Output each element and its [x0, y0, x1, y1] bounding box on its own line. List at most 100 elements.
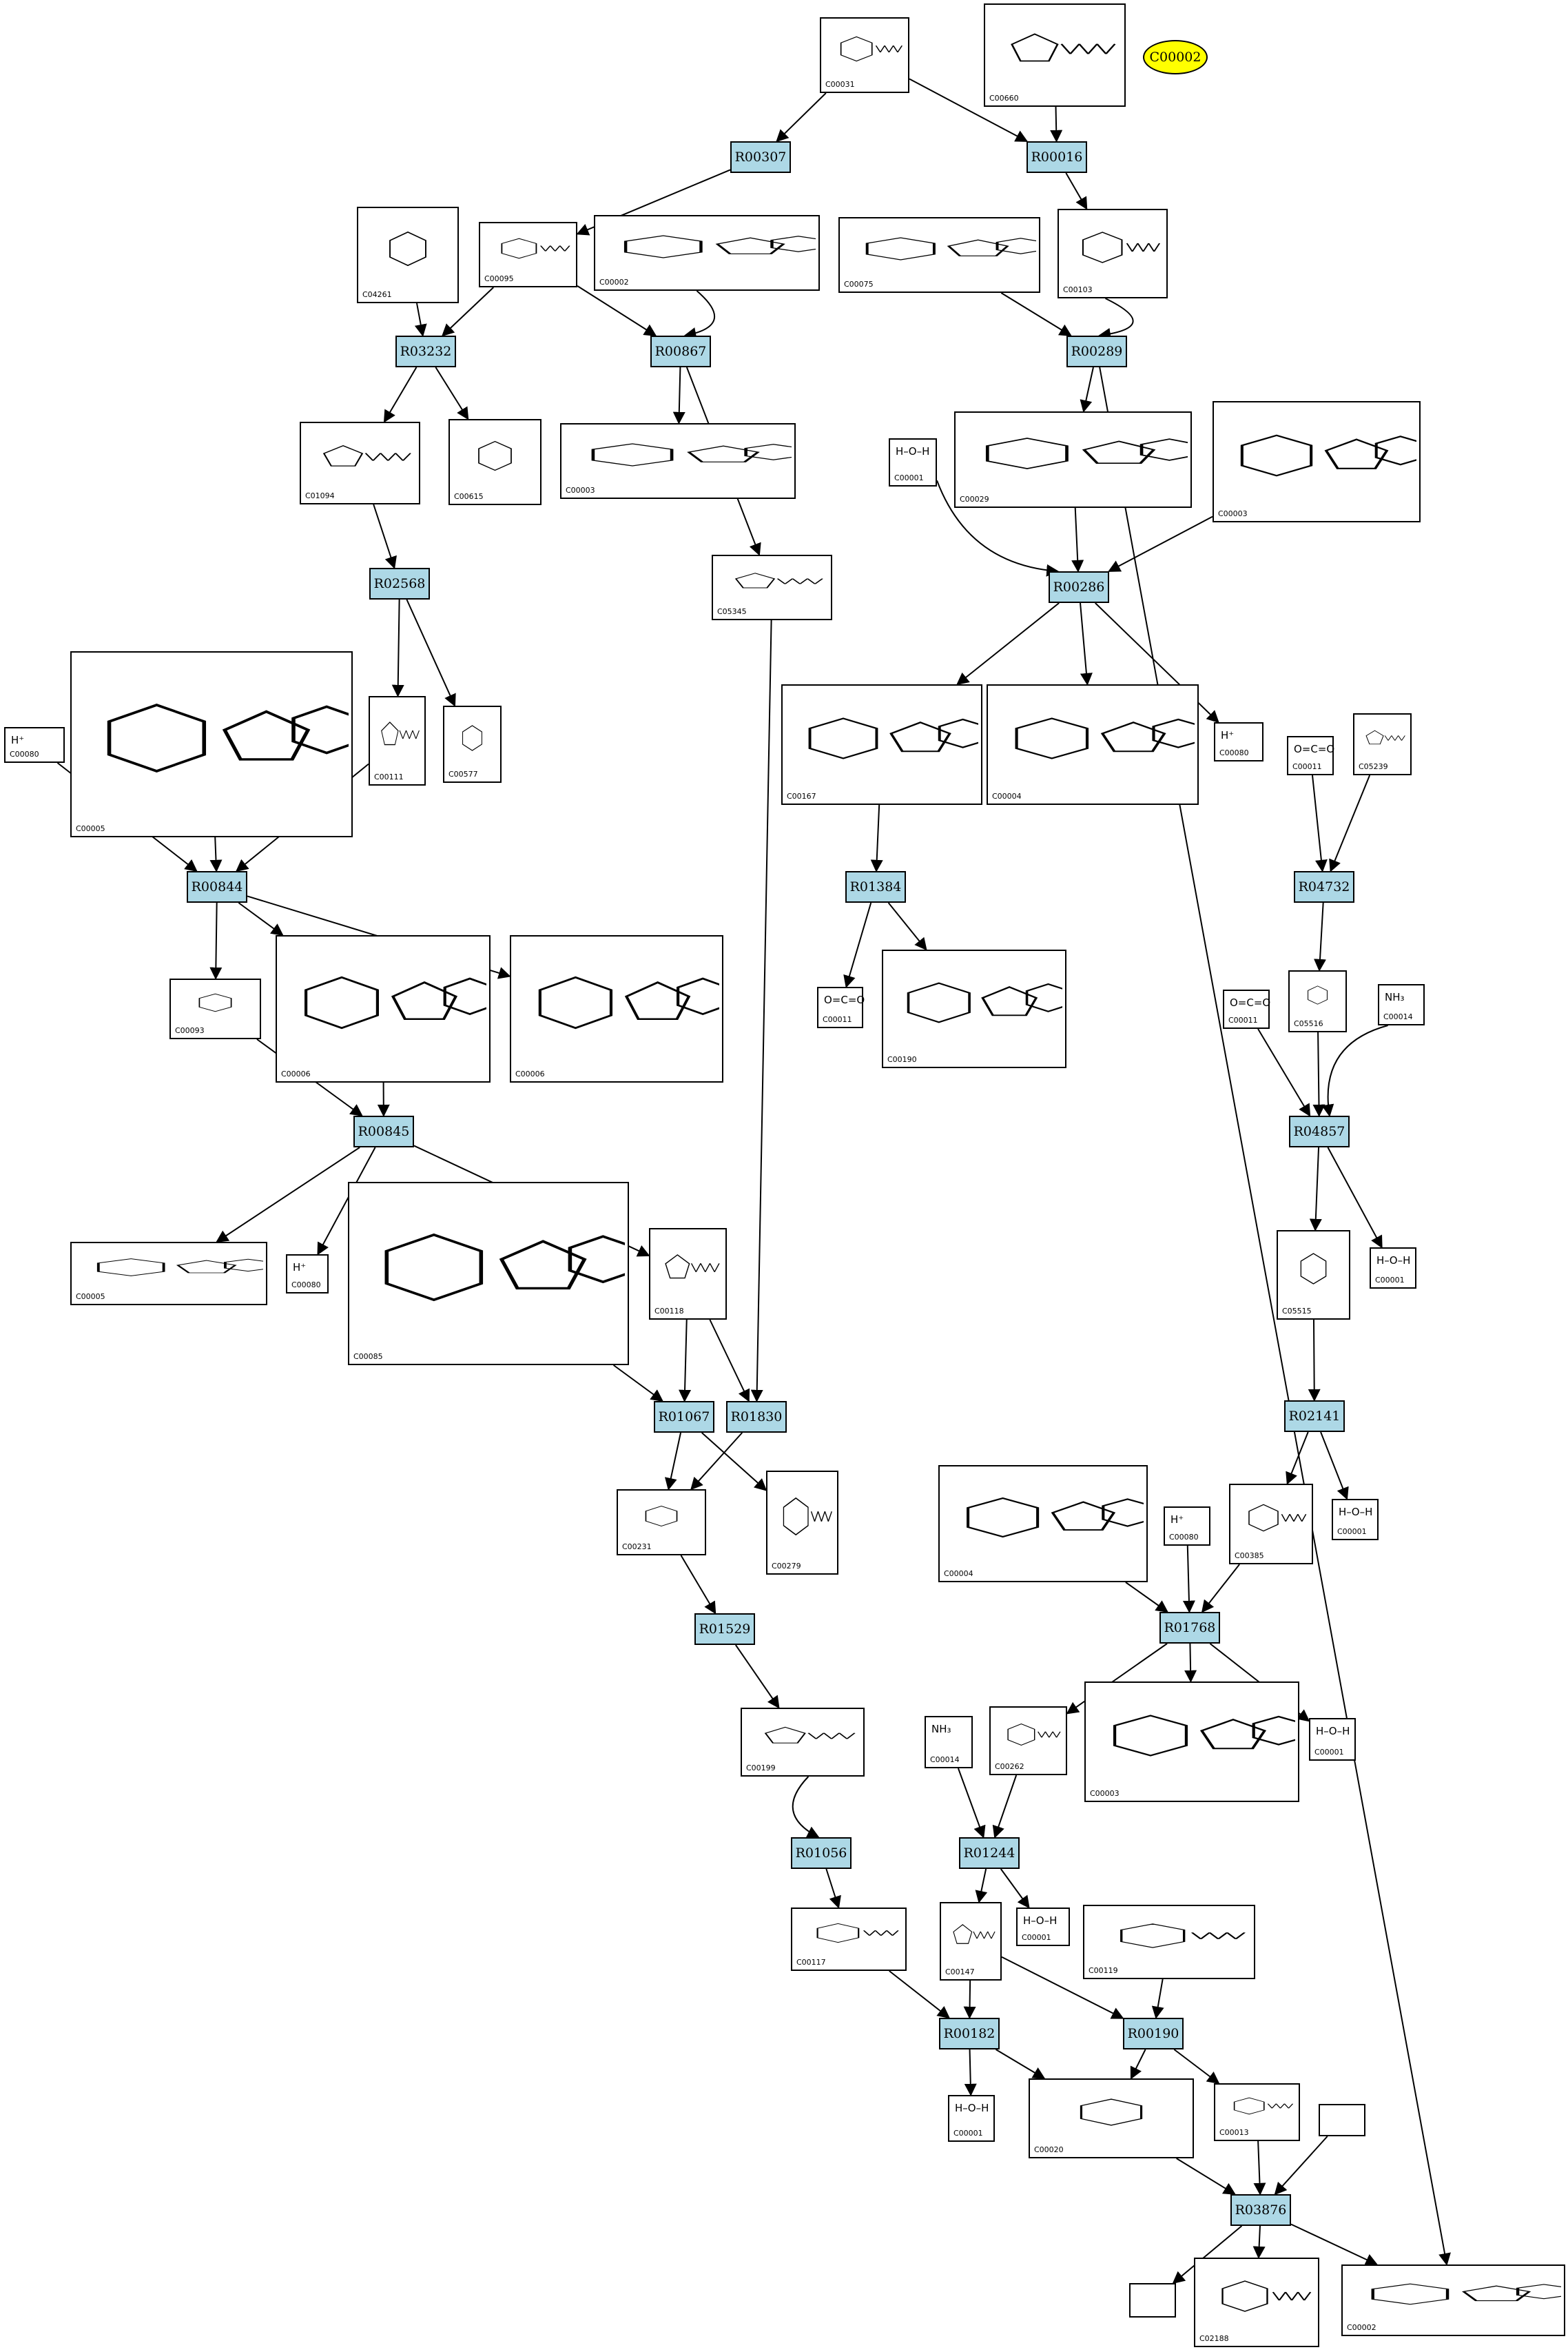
- compound-node[interactable]: C00013: [1214, 2083, 1300, 2141]
- pathway-arrow: [1000, 292, 1072, 336]
- compound-id-label: C00111: [374, 773, 404, 781]
- reaction-node[interactable]: R00190: [1123, 2018, 1184, 2049]
- structure-drawing: [96, 1258, 263, 1276]
- compound-node[interactable]: C05239: [1353, 713, 1412, 775]
- compound-node[interactable]: C02188: [1194, 2258, 1319, 2347]
- compound-node[interactable]: C00005: [70, 651, 353, 837]
- reaction-node[interactable]: R04732: [1294, 871, 1354, 903]
- compound-node[interactable]: C00003: [1213, 401, 1421, 522]
- pathway-arrow: [956, 602, 1060, 686]
- reaction-node[interactable]: R00286: [1049, 571, 1109, 603]
- compound-formula: H⁺: [293, 1261, 307, 1274]
- compound-node[interactable]: C00093: [169, 979, 261, 1039]
- compound-node[interactable]: C05345: [712, 555, 832, 620]
- reaction-node[interactable]: R01529: [694, 1613, 755, 1645]
- reaction-node[interactable]: R01830: [726, 1401, 787, 1433]
- compound-id-label: C00117: [796, 1958, 826, 1967]
- compound-node[interactable]: C00660: [984, 3, 1126, 107]
- compound-node[interactable]: C00119: [1083, 1905, 1255, 1979]
- compound-node[interactable]: C00020: [1029, 2078, 1194, 2158]
- reaction-node[interactable]: R00844: [187, 871, 247, 903]
- compound-node[interactable]: C00103: [1058, 209, 1168, 298]
- compound-node[interactable]: C00004: [938, 1465, 1148, 1582]
- pathway-arrow: [1290, 2223, 1379, 2266]
- compound-id-label: C00031: [825, 80, 855, 89]
- compound-node[interactable]: C00111: [369, 696, 426, 786]
- highlighted-compound[interactable]: C00002: [1143, 40, 1208, 74]
- reaction-node[interactable]: R01244: [959, 1837, 1020, 1869]
- compound-node[interactable]: C00002: [1341, 2264, 1565, 2336]
- compound-node[interactable]: H⁺C00080: [1164, 1506, 1210, 1546]
- pathway-arrow: [383, 367, 417, 423]
- reaction-node[interactable]: R03232: [395, 336, 456, 367]
- compound-node[interactable]: C00117: [791, 1908, 907, 1971]
- compound-node[interactable]: C00075: [838, 217, 1040, 293]
- compound-node[interactable]: C00615: [448, 419, 541, 505]
- compound-node[interactable]: C00385: [1229, 1484, 1313, 1564]
- compound-node[interactable]: C00002: [594, 215, 820, 291]
- compound-node[interactable]: C00003: [560, 423, 796, 499]
- compound-node[interactable]: C00085: [348, 1182, 629, 1365]
- reaction-node[interactable]: R00867: [650, 336, 711, 367]
- compound-node[interactable]: C00199: [741, 1708, 865, 1777]
- reaction-node[interactable]: R00307: [730, 141, 791, 173]
- compound-node[interactable]: C00005: [70, 1242, 267, 1305]
- compound-node[interactable]: H⁺C00080: [1214, 722, 1263, 761]
- compound-formula: H–O–H: [896, 445, 930, 458]
- reaction-node[interactable]: R01768: [1159, 1612, 1220, 1644]
- reaction-node[interactable]: R03876: [1230, 2194, 1291, 2226]
- structure-drawing: [538, 976, 719, 1030]
- compound-node[interactable]: C00118: [649, 1228, 727, 1320]
- reaction-node[interactable]: R02141: [1284, 1400, 1345, 1432]
- reaction-node[interactable]: R01067: [654, 1401, 714, 1433]
- compound-node[interactable]: C00003: [1084, 1681, 1299, 1802]
- reaction-node[interactable]: R00289: [1066, 336, 1127, 367]
- structure-drawing: [1113, 1715, 1295, 1757]
- structure-drawing: [381, 722, 420, 746]
- compound-node[interactable]: H⁺C00080: [4, 727, 65, 763]
- compound-node[interactable]: C00006: [276, 935, 491, 1083]
- structure-drawing: [840, 36, 903, 62]
- compound-node[interactable]: C00006: [510, 935, 723, 1083]
- compound-node[interactable]: C00262: [989, 1706, 1067, 1775]
- compound-node[interactable]: C04261: [357, 207, 459, 303]
- reaction-node[interactable]: R02568: [369, 568, 430, 600]
- compound-node[interactable]: C00031: [820, 17, 909, 93]
- reaction-node[interactable]: R01384: [845, 871, 906, 903]
- reaction-node[interactable]: R00182: [939, 2018, 1000, 2049]
- reaction-node[interactable]: R04857: [1289, 1116, 1350, 1147]
- compound-node[interactable]: C05516: [1288, 970, 1347, 1032]
- reaction-node[interactable]: R01056: [791, 1837, 852, 1869]
- reaction-node[interactable]: R00016: [1027, 141, 1087, 173]
- compound-node[interactable]: C00167: [781, 684, 982, 805]
- compound-node[interactable]: C00147: [940, 1902, 1002, 1981]
- compound-node[interactable]: C00577: [443, 706, 502, 783]
- compound-node[interactable]: C05515: [1277, 1230, 1350, 1320]
- compound-node[interactable]: C00004: [987, 684, 1199, 805]
- compound-node[interactable]: C01094: [300, 422, 420, 504]
- structure-drawing: [462, 725, 482, 751]
- compound-node[interactable]: C00231: [617, 1489, 706, 1555]
- compound-node[interactable]: [1129, 2283, 1176, 2318]
- structure-drawing: [1240, 434, 1416, 477]
- compound-node[interactable]: C00095: [479, 222, 577, 287]
- compound-node[interactable]: C00190: [882, 950, 1066, 1068]
- compound-id-label: C00001: [1337, 1527, 1367, 1536]
- compound-node[interactable]: [1319, 2104, 1365, 2136]
- compound-node[interactable]: C00029: [954, 411, 1192, 508]
- compound-node[interactable]: C00279: [766, 1471, 838, 1575]
- compound-node[interactable]: H⁺C00080: [286, 1254, 329, 1293]
- pathway-arrow: [870, 804, 883, 872]
- reaction-node[interactable]: R00845: [353, 1116, 414, 1147]
